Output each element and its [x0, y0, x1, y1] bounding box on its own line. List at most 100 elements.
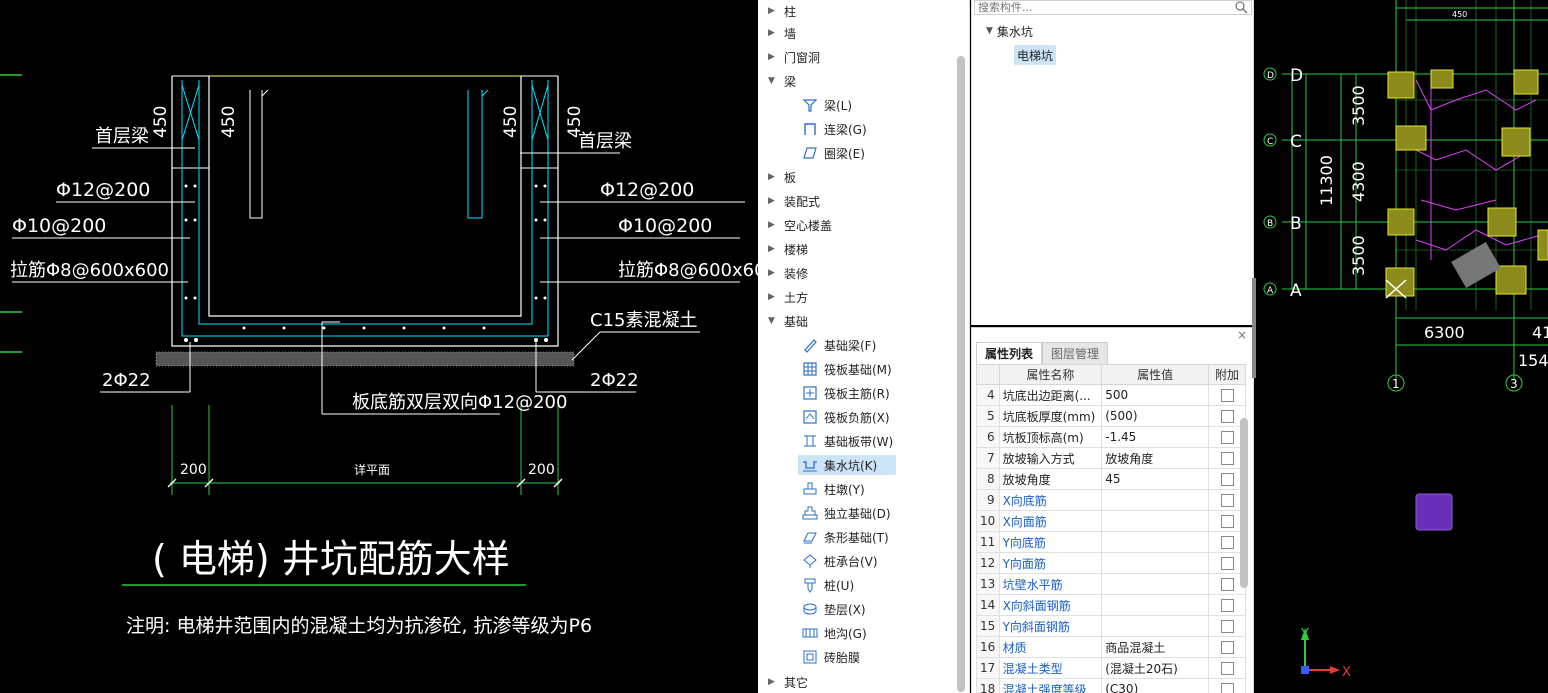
- tree-child-sump-pit[interactable]: 集水坑(K): [758, 454, 956, 476]
- chevron-right-icon[interactable]: ▶: [768, 52, 775, 62]
- property-value[interactable]: [1101, 552, 1209, 574]
- chevron-down-icon[interactable]: ▼: [986, 26, 993, 36]
- tab-property-list[interactable]: 属性列表: [976, 342, 1043, 364]
- property-value[interactable]: (C30): [1101, 678, 1209, 693]
- tree-item-slab[interactable]: ▶板: [768, 170, 797, 185]
- tree-child-trench[interactable]: 地沟(G): [758, 622, 956, 644]
- property-value[interactable]: (500): [1101, 405, 1209, 427]
- property-value[interactable]: [1101, 594, 1209, 616]
- extra-checkbox[interactable]: [1220, 452, 1234, 465]
- tree-child-coupling-beam[interactable]: 连梁(G): [758, 118, 956, 140]
- extra-checkbox[interactable]: [1220, 662, 1234, 675]
- tree-child-brick-formwork[interactable]: 砖胎膜: [758, 646, 956, 668]
- selection-marker[interactable]: [1415, 493, 1453, 531]
- close-icon[interactable]: ×: [1236, 328, 1247, 342]
- cad-plan-viewport[interactable]: D C B A D C B A 3500 4300 3500 11300 630…: [1256, 0, 1548, 693]
- tree-child-ring-beam[interactable]: 圈梁(E): [758, 142, 956, 164]
- tree-item-earthwork[interactable]: ▶土方: [768, 290, 809, 305]
- property-value[interactable]: [1101, 573, 1209, 595]
- extra-checkbox[interactable]: [1220, 683, 1234, 693]
- tree-child-foundation-beam[interactable]: 基础梁(F): [758, 334, 956, 356]
- cad-drawing-viewport[interactable]: 首层梁 首层梁 Φ12@200 Φ12@200 Φ10@200 Φ10@200 …: [0, 0, 758, 693]
- property-scrollbar[interactable]: [1240, 418, 1248, 588]
- chevron-right-icon[interactable]: ▶: [768, 268, 775, 278]
- search-icon[interactable]: [1234, 0, 1248, 14]
- component-type-tree[interactable]: ▶柱 ▶墙 ▶门窗洞 ▼梁 梁(L) 连梁(G) 圈梁(E) ▶板 ▶装配式 ▶…: [758, 0, 970, 693]
- tree-child-raft-negative-rebar[interactable]: 筏板负筋(X): [758, 406, 956, 428]
- extra-checkbox[interactable]: [1220, 620, 1234, 633]
- chevron-right-icon[interactable]: ▶: [768, 172, 775, 182]
- chevron-right-icon[interactable]: ▶: [768, 677, 775, 687]
- tree-item-column[interactable]: ▶柱: [768, 4, 797, 19]
- tree-child-isolated-footing[interactable]: 独立基础(D): [758, 502, 956, 524]
- extra-checkbox[interactable]: [1220, 494, 1234, 507]
- property-value[interactable]: 放坡角度: [1101, 447, 1209, 469]
- chevron-right-icon[interactable]: ▶: [768, 244, 775, 254]
- extra-checkbox[interactable]: [1220, 641, 1234, 654]
- component-group-sump-pit[interactable]: ▼ 集水坑: [986, 22, 1033, 40]
- tree-item-decoration[interactable]: ▶装修: [768, 266, 809, 281]
- tree-item-foundation[interactable]: ▼基础: [768, 314, 809, 329]
- tree-item-prefab[interactable]: ▶装配式: [768, 194, 821, 209]
- tree-child-column-pier[interactable]: 柱墩(Y): [758, 478, 956, 500]
- component-item-elevator-pit[interactable]: 电梯坑: [1014, 45, 1057, 65]
- extra-checkbox[interactable]: [1220, 536, 1234, 549]
- tree-item-stair[interactable]: ▶楼梯: [768, 242, 809, 257]
- tree-item-hollow-floor[interactable]: ▶空心楼盖: [768, 218, 833, 233]
- tab-layer-management[interactable]: 图层管理: [1042, 342, 1109, 364]
- chevron-right-icon[interactable]: ▶: [768, 220, 775, 230]
- tree-child-foundation-strip[interactable]: 基础板带(W): [758, 430, 956, 452]
- extra-checkbox[interactable]: [1220, 557, 1234, 570]
- extra-checkbox[interactable]: [1220, 599, 1234, 612]
- tree-item-wall[interactable]: ▶墙: [768, 26, 797, 41]
- extra-checkbox[interactable]: [1220, 389, 1234, 402]
- chevron-down-icon[interactable]: ▼: [768, 316, 775, 326]
- chevron-right-icon[interactable]: ▶: [768, 196, 775, 206]
- extra-checkbox[interactable]: [1220, 515, 1234, 528]
- tree-child-beam[interactable]: 梁(L): [758, 94, 956, 116]
- component-search-input[interactable]: [974, 0, 1252, 15]
- chevron-right-icon[interactable]: ▶: [768, 6, 775, 16]
- panel-splitter[interactable]: [1252, 278, 1256, 378]
- tree-child-pile-cap[interactable]: 桩承台(V): [758, 550, 956, 572]
- extra-checkbox[interactable]: [1220, 578, 1234, 591]
- tree-child-strip-footing[interactable]: 条形基础(T): [758, 526, 956, 548]
- tree-scrollbar[interactable]: [957, 56, 965, 692]
- property-value[interactable]: [1101, 489, 1209, 511]
- property-value[interactable]: [1101, 531, 1209, 553]
- chevron-right-icon[interactable]: ▶: [768, 28, 775, 38]
- tree-child-cushion[interactable]: 垫层(X): [758, 598, 956, 620]
- extra-checkbox[interactable]: [1220, 473, 1234, 486]
- tree-item-opening[interactable]: ▶门窗洞: [768, 50, 821, 65]
- property-value[interactable]: 商品混凝土: [1101, 636, 1209, 658]
- property-value[interactable]: [1101, 510, 1209, 532]
- property-value[interactable]: 45: [1101, 468, 1209, 490]
- chevron-down-icon[interactable]: ▼: [768, 76, 775, 86]
- property-value[interactable]: [1101, 615, 1209, 637]
- tree-child-raft-main-rebar[interactable]: 筏板主筋(R): [758, 382, 956, 404]
- tree-child-pile[interactable]: 桩(U): [758, 574, 956, 596]
- property-value[interactable]: (混凝土20石): [1101, 657, 1209, 679]
- extra-checkbox[interactable]: [1220, 431, 1234, 444]
- property-value[interactable]: 500: [1101, 384, 1209, 406]
- tree-child-raft-foundation[interactable]: 筏板基础(M): [758, 358, 956, 380]
- tree-item-beam[interactable]: ▼梁: [768, 74, 797, 89]
- extra-checkbox[interactable]: [1220, 410, 1234, 423]
- chevron-right-icon[interactable]: ▶: [768, 292, 775, 302]
- property-value[interactable]: -1.45: [1101, 426, 1209, 448]
